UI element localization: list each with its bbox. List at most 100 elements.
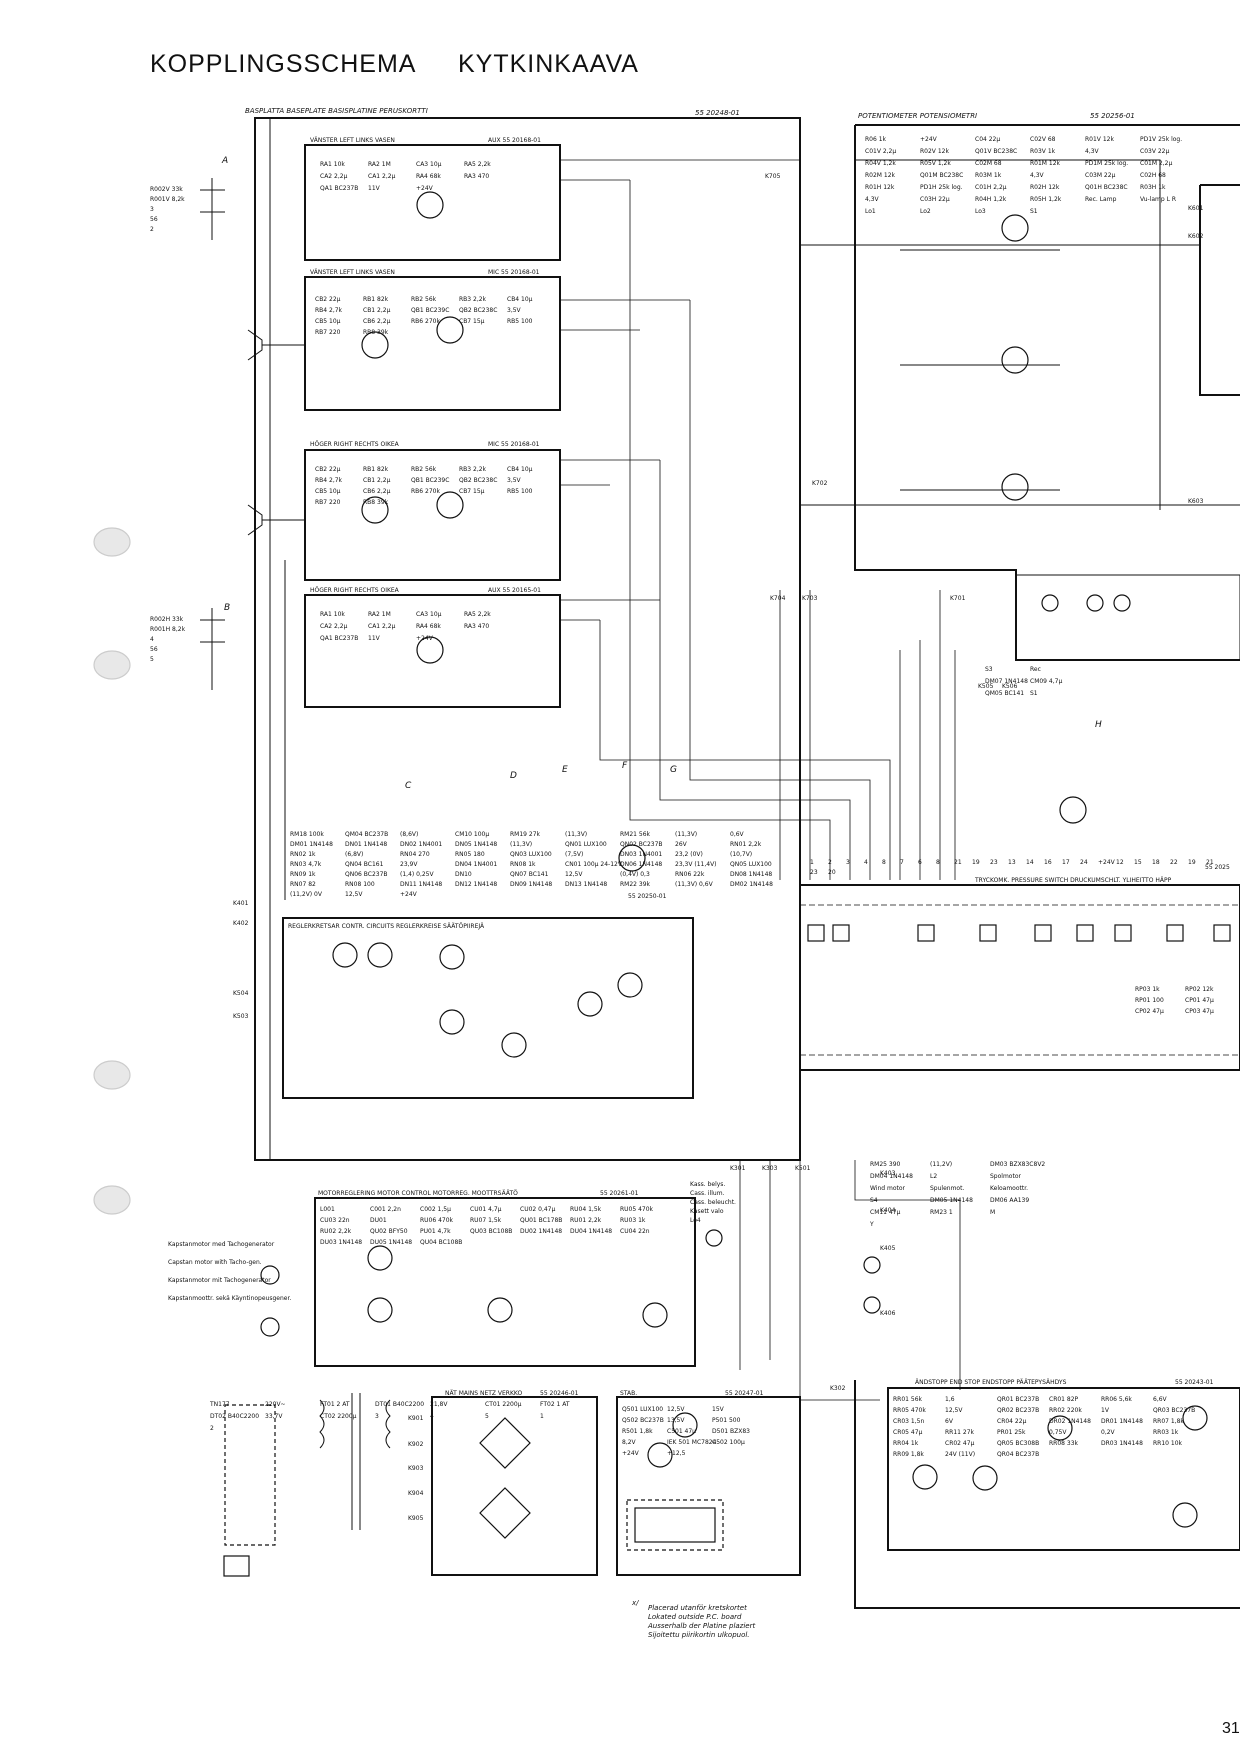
connector-label: K402 [233, 920, 249, 927]
component-label-mains: CT01 2200µ [485, 1401, 522, 1408]
arrow-label-b: B [224, 603, 230, 613]
component-label-regler: DN09 1N4148 [510, 881, 552, 888]
component-label-spool-section: Y [869, 1221, 874, 1228]
component-label-spool-section: DM06 AA139 [990, 1197, 1029, 1204]
component-label-potentiometer: R06 1k [865, 136, 887, 143]
component-label-switch-row: 22 [1170, 859, 1178, 866]
component-label-mic-left: CB6 2,2µ [363, 318, 391, 325]
component-label-endstop: QR05 BC308B [997, 1440, 1039, 1447]
component-label-regler: 26V [675, 841, 688, 848]
component-label-potentiometer: R01M 12k [1030, 160, 1061, 167]
component-label-endstop: CR02 47µ [945, 1440, 975, 1447]
component-label-spool-section: M [990, 1209, 995, 1216]
connector-label: K506 [1002, 683, 1018, 690]
component-label-potentiometer: C01M 2,2µ [1140, 160, 1172, 167]
component-label-switch-row: 8 [936, 859, 940, 866]
component-label-potentiometer: +24V [920, 136, 938, 143]
component-label-mic-right: RB8 39k [363, 499, 389, 506]
component-label-mic-right: CB7 15µ [459, 488, 485, 495]
component-label-switch-row: 18 [1152, 859, 1160, 866]
component-label-potentiometer: 4,3V [865, 196, 880, 203]
mic-right-board [304, 449, 561, 581]
endstop-outer-edge [854, 1380, 1240, 1609]
component-label-motor-control: L001 [320, 1206, 335, 1213]
connector-label: K704 [770, 595, 786, 602]
transistor-qb2-right [436, 491, 464, 519]
binder-hole-2 [93, 650, 131, 680]
component-label-regler: DM02 1N4148 [730, 881, 773, 888]
transistor-q01v [1001, 214, 1029, 242]
component-label-endstop: RR09 1,8k [893, 1451, 924, 1458]
board-label-mic-right: HÖGER RIGHT RECHTS OIKEA [310, 441, 400, 448]
spool-motor-lower [863, 1296, 881, 1314]
component-label-endstop: DR02 1N4148 [1049, 1418, 1091, 1425]
component-label-input-right: 4 [150, 636, 154, 643]
component-label-spool-section: L2 [930, 1173, 937, 1180]
arrow-label-d: D [510, 771, 517, 781]
component-label-regler: 23,2 (0V) [675, 851, 703, 858]
transistor-qn04 [439, 1009, 465, 1035]
component-label-motor-control: RU03 1k [620, 1217, 646, 1224]
component-label-regler: DN05 1N4148 [455, 841, 497, 848]
component-label-switch-row: 15 [1134, 859, 1142, 866]
component-label-input-right: 5 [150, 656, 154, 663]
component-label-mains: FT02 1 AT [540, 1401, 570, 1408]
component-label-spool-section: CM11 47µ [870, 1209, 901, 1216]
component-label-motor-control: C001 2,2n [370, 1206, 401, 1213]
binder-hole-4 [93, 1185, 131, 1215]
component-label-regler: (7,5V) [565, 851, 583, 858]
component-label-mic-left: QB2 BC238C [459, 307, 497, 314]
component-label-rec-section: Rec [1030, 666, 1041, 673]
motor-board [314, 1197, 696, 1367]
component-label-aux-right: RA4 68k [416, 623, 441, 630]
component-label-mains: CT02 2200µ [320, 1413, 357, 1420]
component-label-regler: DN04 1N4001 [455, 861, 497, 868]
component-label-stab: +24V [622, 1450, 640, 1457]
transistor-qu02 [367, 1297, 393, 1323]
component-label-mic-left: RB2 56k [411, 296, 437, 303]
component-label-potentiometer: Rec. Lamp [1085, 196, 1117, 203]
component-label-mains: FT01 2 AT [320, 1401, 350, 1408]
board-label-motor: MOTORREGLERING MOTOR CONTROL MOTORREG. M… [318, 1190, 518, 1197]
component-label-regler: RN04 270 [400, 851, 430, 858]
aux-left-board [304, 144, 561, 261]
component-label-motor-control: DU05 1N4148 [370, 1239, 412, 1246]
component-label-mic-right: RB7 220 [315, 499, 341, 506]
transistor-qr03 [1047, 1415, 1073, 1441]
mains-transformer [319, 1393, 391, 1530]
board-code-stab: 55 20247-01 [725, 1390, 764, 1397]
component-label-aux-left: CA2 2,2µ [320, 173, 348, 180]
connector-label: K301 [730, 1165, 746, 1172]
component-label-potentiometer: C03M 22µ [1085, 172, 1116, 179]
transistor-qa1-right [416, 636, 444, 664]
component-label-aux-right: 11V [368, 635, 381, 642]
component-label-mic-right: RB3 2,2k [459, 466, 487, 473]
component-label-regler: DN03 1N4001 [620, 851, 662, 858]
title-finnish: KYTKINKAAVA [458, 50, 639, 78]
component-label-aux-right: CA3 10µ [416, 611, 442, 618]
component-label-regler: 0,6V [730, 831, 745, 838]
component-label-potentiometer: C01V 2,2µ [865, 148, 896, 155]
component-label-potentiometer: C03H 22µ [920, 196, 950, 203]
component-label-aux-right: RA3 470 [464, 623, 489, 630]
transistor-qb2-left [436, 316, 464, 344]
footnote-marker: x/ [631, 1599, 639, 1607]
component-label-endstop: CR05 47µ [893, 1429, 923, 1436]
component-label-mic-left: QB1 BC239C [411, 307, 449, 314]
component-label-spool-section: Spolmotor [990, 1173, 1021, 1180]
component-label-regler: DN12 1N4148 [455, 881, 497, 888]
arrow-label-h: H [1095, 720, 1102, 730]
component-label-spool-section: Keloamoottr. [990, 1185, 1028, 1192]
arrow-label-a: A [221, 156, 228, 166]
component-label-motor-labels: Capstan motor with Tacho-gen. [168, 1259, 262, 1266]
connector-label: K505 [978, 683, 994, 690]
component-label-motor-control: QU01 BC178B [520, 1217, 562, 1224]
component-label-mic-right: RB1 82k [363, 466, 389, 473]
component-label-stab: +12,5 [667, 1450, 686, 1457]
transistor-qn01 [332, 942, 358, 968]
component-label-input-left: 56 [150, 216, 158, 223]
component-label-motor-control: CU01 4,7µ [470, 1206, 502, 1213]
component-label-aux-left: QA1 BC237B [320, 185, 358, 192]
connector-label: K303 [762, 1165, 778, 1172]
